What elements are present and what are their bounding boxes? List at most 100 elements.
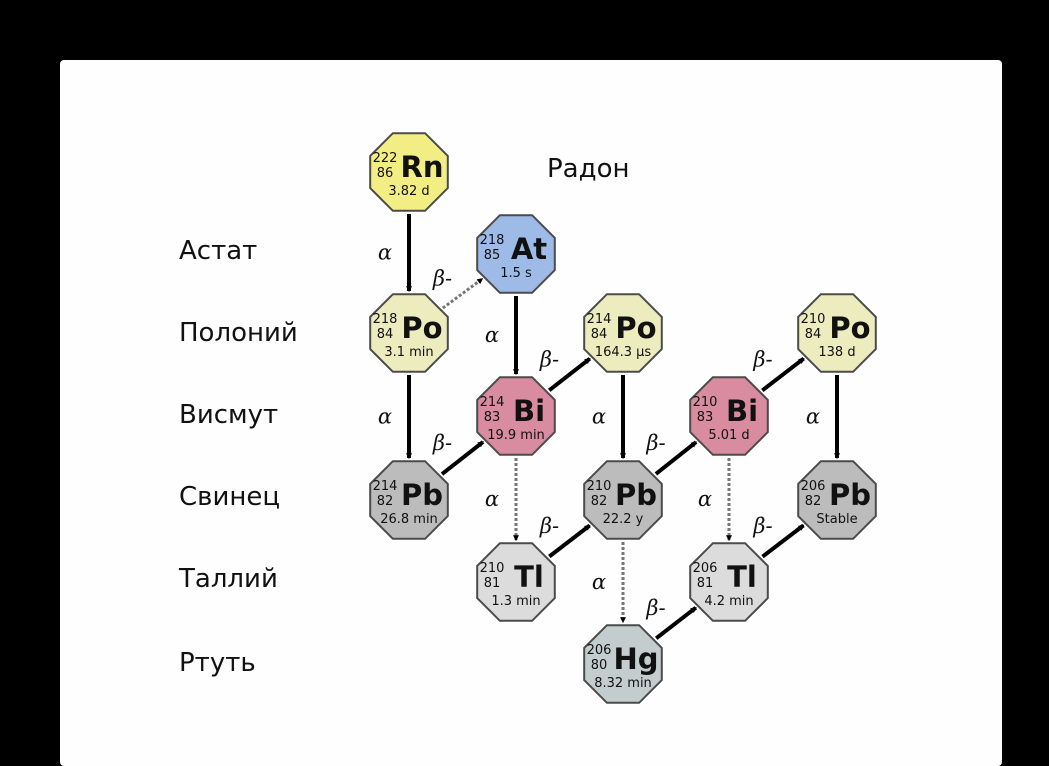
decay-arrow-1 [441,277,484,310]
nuclide-atomic-number: 84 [591,327,608,342]
nuclide-mass: 210 [480,561,505,576]
decay-label-6: α [485,487,499,511]
nuclide-halflife: 3.1 min [384,345,433,360]
nuclide-symbol: Rn [401,150,444,184]
nuclide-halflife: 1.3 min [491,594,540,609]
nuclide-atomic-number: 86 [377,166,394,181]
nuclide-octagon [689,376,769,456]
decay-label-0: α [378,241,392,265]
nuclide-octagon [369,293,449,373]
decay-arrow-14 [654,606,698,640]
nuclide-halflife: 138 d [818,345,855,360]
nuclide-octagon [797,293,877,373]
nuclide-octagon [583,624,663,704]
nuclide-atomic-number: 85 [484,248,501,263]
nuclide-halflife: 19.9 min [487,428,545,443]
decay-arrow-15 [761,523,805,559]
nuclide-halflife: 164.3 µs [595,345,652,360]
decay-arrows: αβ-ααβ-β-ααβ-β-αβ-ααβ-β- [378,214,840,640]
nuclide-symbol: At [511,232,547,266]
nuclide-octagon [583,460,663,540]
nuclide-mass: 218 [480,233,505,248]
row-label-thallium: Таллий [179,564,278,594]
nuclide-mass: 214 [480,395,505,410]
decay-label-5: β- [539,348,559,372]
row-label-polonium: Полоний [179,318,298,348]
nuclide-octagon [476,542,556,622]
nuclide-atomic-number: 84 [377,327,394,342]
nuclide-mass: 210 [693,395,718,410]
nuclide-halflife: 3.82 d [388,184,429,199]
nuclide-atomic-number: 82 [591,494,608,509]
nuclide-octagon [476,214,556,294]
nuclide-mass: 206 [693,561,718,576]
nuclide-atomic-number: 83 [484,410,501,425]
row-label-mercury: Ртуть [179,648,256,678]
row-label-lead: Свинец [179,482,281,512]
nuclide-symbol: Tl [514,560,544,594]
nuclide-atomic-number: 82 [805,494,822,509]
nuclide-symbol: Po [615,311,656,345]
row-label-radon: Радон [547,154,630,184]
nuclide-mass: 210 [801,312,826,327]
nuclide-mass: 206 [587,643,612,658]
decay-label-8: β- [539,514,559,538]
decay-arrow-4 [440,440,485,476]
nuclide-atomic-number: 84 [805,327,822,342]
nuclide-atomic-number: 82 [377,494,394,509]
decay-label-12: α [698,487,712,511]
nuclide-octagon [583,293,663,373]
nuclide-halflife: Stable [816,512,857,527]
nuclide-mass: 222 [373,151,398,166]
nuclide-symbol: Po [829,311,870,345]
nuclide-halflife: 4.2 min [704,594,753,609]
nuclide-atomic-number: 81 [697,576,714,591]
nuclide-halflife: 5.01 d [708,428,749,443]
decay-label-14: β- [645,596,665,620]
decay-arrow-8 [548,523,591,559]
nuclide-halflife: 22.2 y [603,512,644,527]
decay-arrow-5 [547,357,592,392]
nuclide-octagon [369,460,449,540]
decay-label-3: α [378,405,392,429]
nuclide-symbol: Pb [829,478,871,512]
decay-arrow-9 [654,440,698,476]
nuclide-symbol: Pb [615,478,657,512]
nuclide-atomic-number: 83 [697,410,714,425]
nuclide-octagon [369,132,449,212]
decay-label-11: β- [752,348,772,372]
decay-label-2: α [485,323,499,347]
decay-label-9: β- [645,431,665,455]
decay-label-10: α [592,570,606,594]
nuclide-mass: 214 [373,479,398,494]
decay-label-7: α [592,405,606,429]
decay-label-13: α [806,405,820,429]
nuclide-mass: 218 [373,312,398,327]
nuclide-symbol: Tl [727,560,757,594]
nuclide-symbol: Pb [401,478,443,512]
decay-arrow-11 [761,357,805,392]
row-label-bismuth: Висмут [179,400,279,430]
nuclide-octagon [476,376,556,456]
row-label-astatine: Астат [179,236,258,266]
nuclide-octagon [797,460,877,540]
nuclide-symbol: Po [401,311,442,345]
nuclide-mass: 214 [587,312,612,327]
nuclide-halflife: 1.5 s [500,266,532,281]
nuclide-mass: 206 [801,479,826,494]
